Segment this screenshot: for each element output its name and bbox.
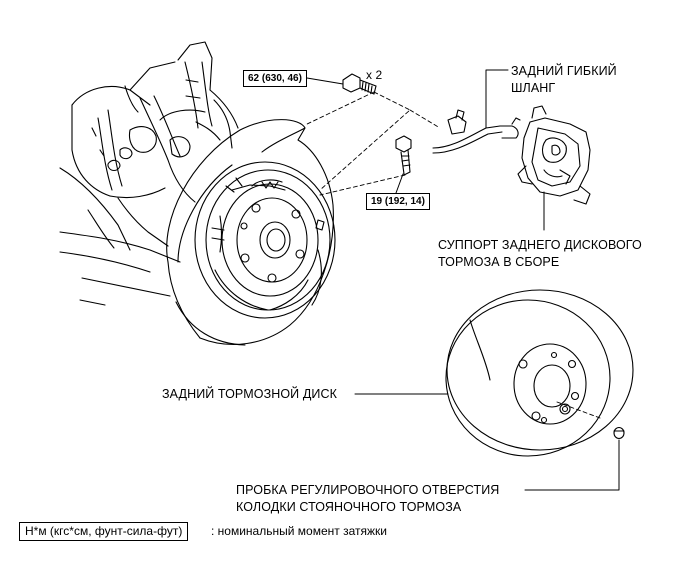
label-rear-flexible-hose-line1: ЗАДНИЙ ГИБКИЙ xyxy=(511,64,617,78)
hub-and-parking-brake-illustration xyxy=(194,161,336,319)
label-rear-brake-disc: ЗАДНИЙ ТОРМОЗНОЙ ДИСК xyxy=(162,387,337,401)
label-rear-flexible-hose-line2: ШЛАНГ xyxy=(511,81,556,95)
installation-guide-lines xyxy=(304,91,601,419)
label-hole-plug-line2: КОЛОДКИ СТОЯНОЧНОГО ТОРМОЗА xyxy=(236,500,462,514)
brake-hose-illustration xyxy=(432,109,521,154)
leader-lines xyxy=(306,69,620,491)
torque-upper-bolt-quantity: x 2 xyxy=(366,68,383,82)
legend-unit-box: Н*м (кгс*см, фунт-сила-фут) xyxy=(19,522,189,541)
label-hole-plug-line1: ПРОБКА РЕГУЛИРОВОЧНОГО ОТВЕРСТИЯ xyxy=(236,483,500,497)
dust-cover-illustration xyxy=(166,119,334,346)
legend-description: : номинальный момент затяжки xyxy=(211,524,387,538)
label-caliper-line2: ТОРМОЗА В СБОРЕ xyxy=(438,255,560,269)
hole-plug-illustration xyxy=(613,426,625,440)
caliper-illustration xyxy=(517,105,591,205)
suspension-arm-illustration xyxy=(59,41,239,306)
torque-lower-bolt: 19 (192, 14) xyxy=(366,193,430,210)
torque-upper-bolt: 62 (630, 46) xyxy=(243,70,307,87)
mounting-bolt-lower xyxy=(395,135,412,176)
brake-disc-illustration xyxy=(445,289,634,457)
label-caliper-line1: СУППОРТ ЗАДНЕГО ДИСКОВОГО xyxy=(438,238,642,252)
